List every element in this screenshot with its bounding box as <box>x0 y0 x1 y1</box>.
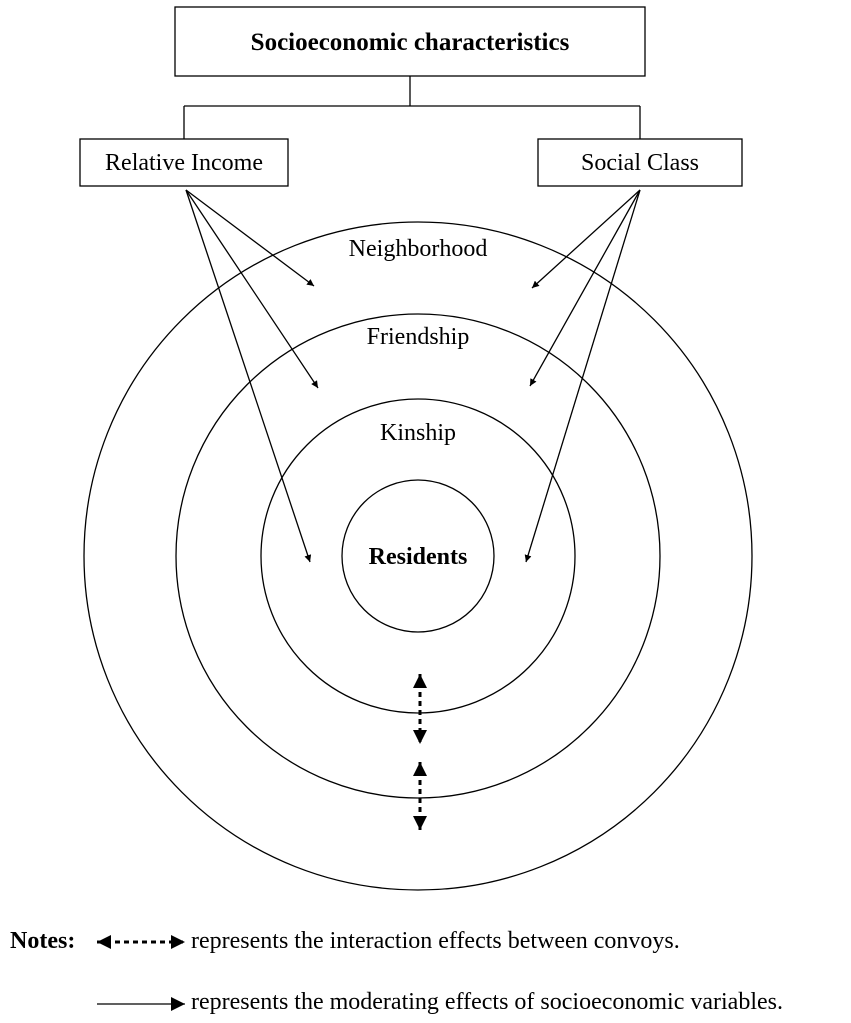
class-to-kinship-arrow <box>524 189 641 563</box>
kinship-label: Kinship <box>380 420 456 446</box>
notes-label: Notes: <box>10 928 76 954</box>
neighborhood-label: Neighborhood <box>349 236 488 262</box>
income-to-kinship-arrow <box>185 189 312 563</box>
residents-label: Residents <box>369 544 468 570</box>
relative-income-label: Relative Income <box>105 150 263 176</box>
socioeconomic-label: Socioeconomic characteristics <box>251 29 570 56</box>
socioeconomic-box <box>174 6 646 77</box>
relative-income-box <box>79 138 289 187</box>
neighborhood-ring <box>83 221 753 891</box>
class-to-friendship-arrow <box>529 189 641 387</box>
class-to-neighborhood-arrow <box>531 189 641 289</box>
residents-circle <box>341 479 495 633</box>
friendship-label: Friendship <box>367 324 470 350</box>
moderating-note-text: represents the moderating effects of soc… <box>191 989 783 1015</box>
income-to-friendship-arrow <box>185 189 319 389</box>
hierarchy-connector <box>183 76 641 139</box>
social-class-box <box>537 138 743 187</box>
social-class-label: Social Class <box>581 150 699 176</box>
interaction-note-text: represents the interaction effects betwe… <box>191 928 680 954</box>
income-to-neighborhood-arrow <box>185 189 315 287</box>
